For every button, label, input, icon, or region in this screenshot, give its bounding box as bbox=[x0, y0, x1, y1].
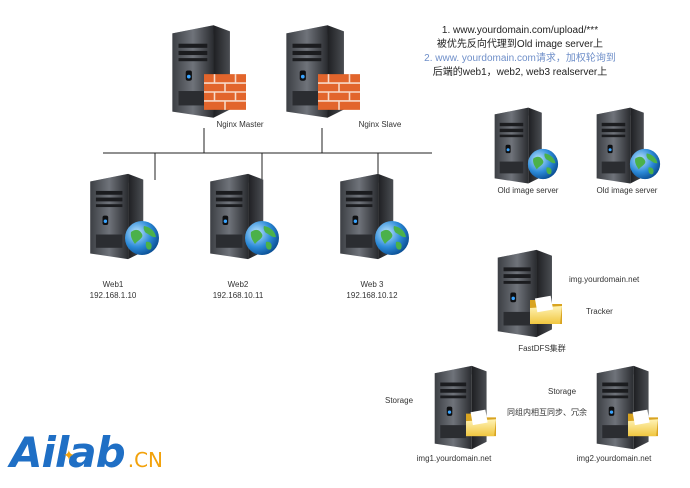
globe-icon bbox=[629, 148, 661, 180]
globe-icon bbox=[375, 221, 409, 255]
firewall-icon bbox=[318, 74, 360, 110]
storage-server-2 bbox=[582, 364, 658, 452]
nginx-slave-server bbox=[274, 22, 360, 122]
storage-node1-label: img1.yourdomain.net bbox=[416, 454, 492, 463]
firewall-icon bbox=[204, 74, 246, 110]
old-image-server-2 bbox=[583, 106, 661, 186]
storage-sync-label: 同组内相互同步、冗余 bbox=[507, 408, 587, 417]
web1-server bbox=[76, 172, 159, 262]
storage-right-label: Storage bbox=[548, 387, 577, 396]
folder-icon bbox=[466, 409, 496, 437]
logo-main: Ailab bbox=[10, 428, 126, 477]
web2-ip: 192.168.10.11 bbox=[212, 291, 264, 300]
web2-server bbox=[196, 172, 279, 262]
fastdfs-cluster-label: FastDFS集群 bbox=[518, 344, 566, 353]
storage-left-label: Storage bbox=[385, 396, 414, 405]
note-line-1: 1. www.yourdomain.com/upload/*** bbox=[441, 25, 599, 36]
nginx-master-label: Nginx Master bbox=[216, 120, 264, 129]
note-line-4: 后端的web1，web2, web3 realserver上 bbox=[432, 67, 608, 78]
folder-icon bbox=[628, 409, 658, 437]
ailab-logo: ✦ Ailab.CN bbox=[10, 428, 163, 478]
old-image-server-2-label: Old image server bbox=[596, 186, 658, 195]
web1-ip: 192.168.1.10 bbox=[89, 291, 137, 300]
tracker-label: Tracker bbox=[586, 307, 613, 316]
logo-suffix: .CN bbox=[127, 448, 164, 472]
folder-icon bbox=[530, 295, 562, 324]
web1-name: Web1 bbox=[102, 280, 124, 289]
web3-server bbox=[326, 172, 409, 262]
web2-name: Web2 bbox=[227, 280, 249, 289]
web3-ip: 192.168.10.12 bbox=[346, 291, 398, 300]
nginx-slave-label: Nginx Slave bbox=[358, 120, 402, 129]
tracker-server bbox=[484, 248, 562, 340]
note-line-2: 被优先反向代理到Old image server上 bbox=[436, 39, 604, 50]
star-icon: ✦ bbox=[63, 448, 75, 464]
routing-note: 1. www.yourdomain.com/upload/*** 被优先反向代理… bbox=[405, 24, 635, 80]
web3-name: Web 3 bbox=[360, 280, 384, 289]
globe-icon bbox=[125, 221, 159, 255]
storage-server-1 bbox=[420, 364, 496, 452]
old-image-server-1-label: Old image server bbox=[497, 186, 559, 195]
nginx-master-server bbox=[160, 22, 246, 122]
globe-icon bbox=[527, 148, 559, 180]
storage-node2-label: img2.yourdomain.net bbox=[576, 454, 652, 463]
tracker-host-label: img.yourdomain.net bbox=[569, 275, 640, 284]
old-image-server-1 bbox=[481, 106, 559, 186]
globe-icon bbox=[245, 221, 279, 255]
note-line-3: 2. www. yourdomain.com请求，加权轮询到 bbox=[424, 53, 616, 64]
